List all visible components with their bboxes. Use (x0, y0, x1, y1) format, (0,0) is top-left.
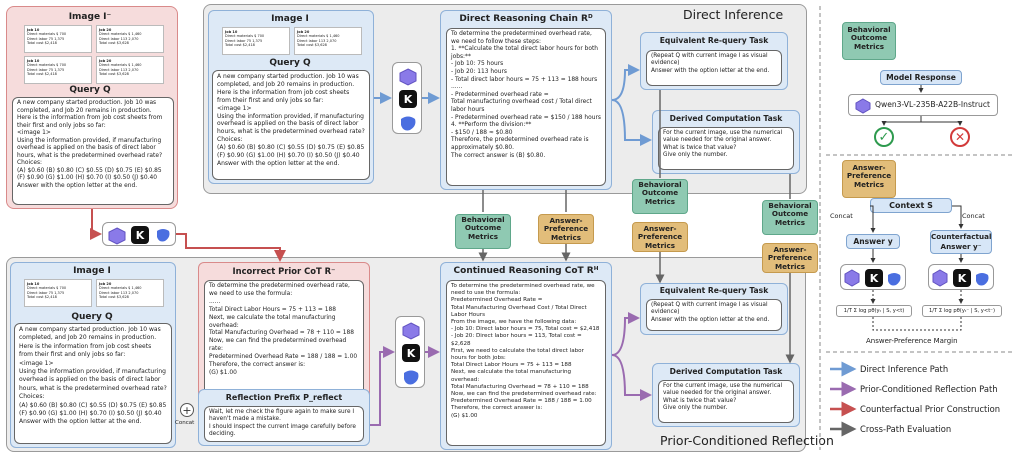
incorrect-prior-text: To determine the predetermined overhead … (204, 280, 364, 406)
direct-image-label: Image I (271, 14, 309, 24)
refl-image-label: Image I (73, 266, 111, 276)
direct-query-text: A new company started production. Job 10… (212, 70, 370, 180)
model-response-box: Model Response (880, 70, 962, 85)
formula-right: 1/T Σ log pθ(yₜ⁻ | S, y<t⁻) (922, 305, 1002, 317)
direct-derived-text: For the current image, use the numerical… (658, 127, 794, 170)
answer-box: Answer y (846, 234, 900, 249)
svg-text:K: K (136, 229, 145, 242)
behavioral-metric-box-1: Behavioral Outcome Metrics (455, 214, 511, 249)
svg-text:K: K (407, 347, 416, 360)
answer-model-icons: K (840, 264, 906, 290)
concat-left-label: Concat (830, 212, 853, 220)
svg-text:K: K (958, 272, 967, 285)
behavioral-metric-box-2: Behavioral Outcome Metrics (632, 179, 688, 214)
svg-text:K: K (870, 272, 879, 285)
refl-equiv-label: Equivalent Re-query Task (659, 286, 769, 295)
model-name-box: Qwen3-VL-235B-A22B-Instruct (848, 94, 998, 116)
check-icon: ✓ (874, 127, 894, 147)
formula-left: 1/T Σ log pθ(yₜ | S, y<t) (836, 305, 912, 317)
right-behavioral-label: Behavioral Outcome Metrics (842, 22, 896, 60)
model-icons-box: K (102, 222, 176, 246)
refl-derived-label: Derived Computation Task (669, 367, 783, 376)
refl-derived-text: For the current image, use the numerical… (658, 380, 794, 423)
reflection-prefix-label: Reflection Prefix P_reflect (225, 393, 343, 402)
cross-icon: ✕ (950, 127, 970, 147)
continued-label: Continued Reasoning CoT Rᴴ (453, 266, 599, 276)
concat-right-label: Concat (962, 212, 985, 220)
direct-chain-label: Direct Reasoning Chain Rᴰ (459, 14, 593, 24)
query-label: Query Q (69, 85, 111, 95)
legend-direct: Direct Inference Path (860, 364, 949, 374)
kimi-icon: K (131, 226, 149, 244)
right-preference-label: Answer-Preference Metrics (842, 160, 896, 198)
refl-model-icons: K (395, 316, 425, 388)
margin-label: Answer-Preference Margin (866, 337, 958, 345)
incorrect-prior-label: Incorrect Prior CoT R⁻ (232, 266, 336, 276)
deepseek-icon (157, 229, 170, 242)
behavioral-metric-box-3: Behavioral Outcome Metrics (762, 200, 818, 235)
direct-inference-title: Direct Inference (683, 7, 784, 22)
query-text: A new company started production. Job 10… (12, 97, 174, 205)
concat-label: Concat (175, 420, 195, 426)
refl-query-text: A new company started production. Job 10… (14, 323, 172, 444)
counterfactual-model-icons: K (928, 264, 994, 290)
direct-query-label: Query Q (269, 58, 311, 68)
direct-chain-text: To determine the predetermined overhead … (446, 28, 606, 186)
direct-model-icons: K (392, 62, 422, 134)
svg-text:K: K (404, 93, 413, 106)
legend-counterfactual: Counterfactual Prior Construction (860, 404, 1001, 414)
image-minus-label: Image I⁻ (68, 12, 112, 22)
counterfactual-box: Counterfactual Answer y⁻ (930, 230, 992, 254)
direct-equiv-label: Equivalent Re-query Task (659, 36, 769, 45)
reflection-title: Prior-Conditioned Reflection (660, 433, 834, 448)
model-name: Qwen3-VL-235B-A22B-Instruct (875, 100, 990, 109)
legend-crosspath: Cross-Path Evaluation (860, 424, 952, 434)
legend-reflection: Prior-Conditioned Reflection Path (860, 384, 998, 394)
direct-derived-label: Derived Computation Task (669, 114, 783, 123)
continued-text: To determine the predetermined overhead … (446, 280, 606, 446)
direct-equiv-text: (Repeat Q with current image I as visual… (646, 50, 782, 86)
preference-metric-box-1: Answer-Preference Metrics (538, 214, 594, 244)
reflection-prefix-text: Wait, let me check the figure again to m… (204, 406, 364, 442)
concat-plus-icon: + (180, 403, 194, 417)
refl-equiv-text: (Repeat Q with current image I as visual… (646, 299, 782, 331)
preference-metric-box-2: Answer-Preference Metrics (632, 222, 688, 252)
context-box: Context S (870, 198, 952, 213)
preference-metric-box-3: Answer-Preference Metrics (762, 243, 818, 273)
refl-query-label: Query Q (71, 312, 113, 322)
qwen-icon (108, 227, 126, 245)
